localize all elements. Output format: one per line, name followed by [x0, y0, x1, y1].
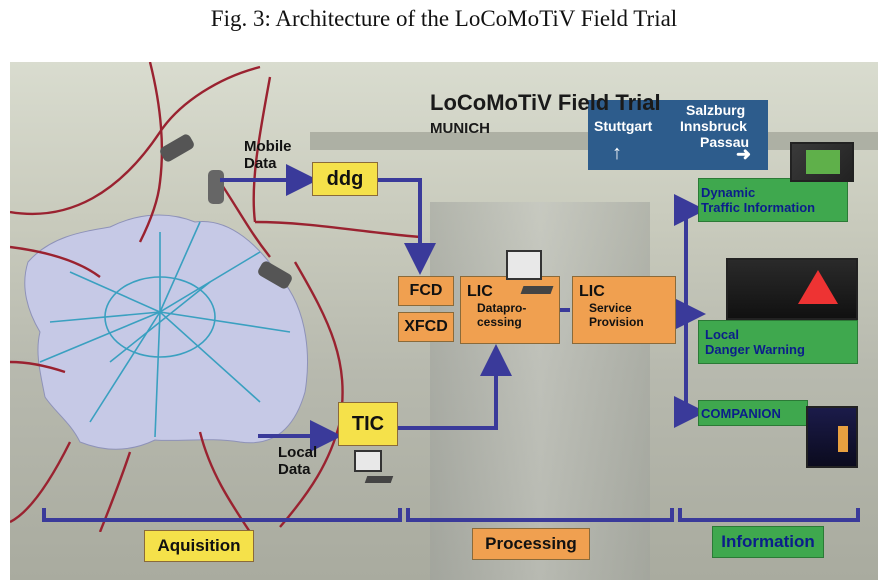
ldw-line2: Danger Warning: [705, 342, 805, 357]
lic-service-provision-box: LIC Service Provision: [572, 276, 676, 344]
right-arrow-icon: ➜: [736, 144, 752, 164]
xfcd-label: XFCD: [404, 318, 448, 335]
computer-icon-lic: [506, 250, 542, 280]
lic-sp-line2: Provision: [589, 315, 644, 329]
lic-dp-line1: Datapro-: [477, 301, 527, 315]
tic-label: TIC: [351, 412, 385, 435]
keyboard-icon-lic: [520, 286, 554, 294]
phase-processing: Processing: [472, 528, 590, 560]
fcd-box: FCD: [398, 276, 454, 306]
ddg-box: ddg: [312, 162, 378, 196]
phase-aquisition-label: Aquisition: [157, 536, 241, 555]
tic-box: TIC: [338, 402, 398, 446]
architecture-figure: Stuttgart Salzburg Innsbruck Passau ↑ ➜ …: [10, 62, 878, 580]
ldw-line1: Local: [705, 327, 739, 342]
sign-passau: Passau: [700, 134, 750, 150]
road-sign: Stuttgart Salzburg Innsbruck Passau ↑ ➜: [588, 100, 768, 170]
sign-stuttgart: Stuttgart: [594, 118, 653, 134]
phase-aquisition: Aquisition: [144, 530, 254, 562]
computer-icon-tic: [354, 450, 382, 472]
diagram-subtitle: MUNICH: [430, 120, 490, 137]
arrow-to-companion: [674, 314, 706, 428]
companion-image: [806, 406, 858, 468]
bracket-aquisition: [42, 508, 402, 522]
xfcd-box: XFCD: [398, 312, 454, 342]
mobile-data-label: Mobile Data: [244, 138, 292, 173]
arrow-tic-to-lic: [398, 344, 512, 430]
lic-dp-title: LIC: [467, 283, 493, 300]
mobile-data-line2: Data: [244, 155, 277, 173]
arrow-ddg-to-fcd: [378, 178, 436, 275]
sign-salzburg: Salzburg: [686, 102, 746, 118]
keyboard-icon-tic: [364, 476, 394, 483]
dynamic-traffic-info-box: Dynamic Traffic Information: [698, 178, 848, 222]
warning-triangle-icon: [798, 270, 838, 304]
up-arrow-icon: ↑: [612, 142, 622, 164]
sign-innsbruck: Innsbruck: [680, 118, 747, 134]
local-danger-warning-box: Local Danger Warning: [698, 320, 858, 364]
ddg-label: ddg: [326, 167, 364, 190]
phase-information-label: Information: [721, 532, 815, 551]
mobile-data-line1: Mobile: [244, 138, 292, 155]
local-data-line1: Local: [278, 444, 318, 461]
lic-sp-line1: Service: [589, 301, 632, 315]
bracket-information: [678, 508, 860, 522]
dti-line1: Dynamic: [701, 185, 756, 200]
companion-box: COMPANION: [698, 400, 808, 426]
phase-processing-label: Processing: [485, 534, 577, 553]
munich-map: [10, 62, 421, 532]
danger-warning-display-image: [726, 258, 858, 320]
companion-label: COMPANION: [701, 405, 781, 421]
local-data-label: Local Data: [278, 444, 317, 479]
companion-light-icon: [838, 426, 848, 452]
bracket-processing: [406, 508, 674, 522]
navigation-device-image: [790, 142, 854, 182]
dti-line2: Traffic Information: [701, 200, 816, 215]
lic-dp-line2: cessing: [477, 315, 522, 329]
diagram-title: LoCoMoTiV Field Trial: [430, 90, 661, 115]
lic-sp-title: LIC: [579, 283, 605, 300]
figure-caption: Fig. 3: Architecture of the LoCoMoTiV Fi…: [210, 6, 678, 31]
car-icon-3: [258, 261, 292, 289]
fcd-label: FCD: [409, 282, 443, 299]
city-roads: [39, 221, 291, 438]
car-icon-1: [160, 134, 194, 162]
local-data-line2: Data: [278, 461, 311, 479]
phase-information: Information: [712, 526, 824, 558]
nav-screen: [806, 150, 840, 174]
flow-arrows: [42, 164, 860, 522]
arrow-to-dti: [674, 194, 706, 310]
